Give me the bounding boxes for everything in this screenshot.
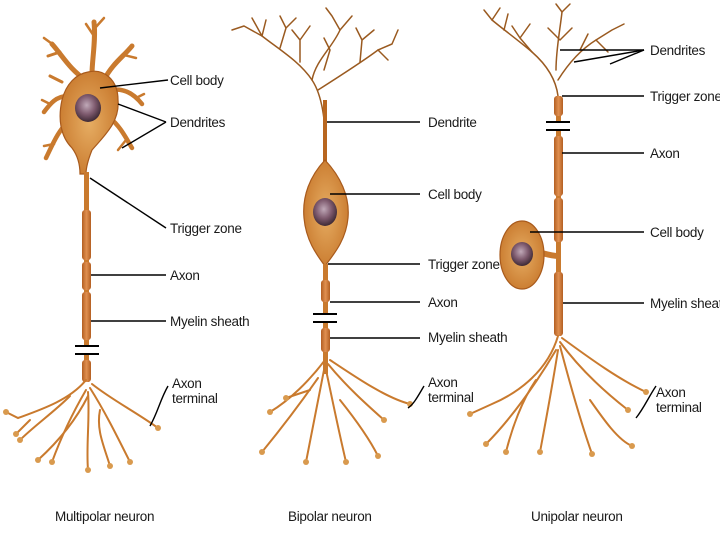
label-multipolar-axon: Axon: [170, 268, 200, 283]
multipolar-terminal-boutons: [3, 409, 161, 473]
unipolar-axon-break: [546, 121, 570, 131]
label-unipolar-trigger-zone: Trigger zone: [650, 89, 720, 104]
leader-multipolar-terminal: [149, 385, 169, 427]
bipolar-neuron: [231, 7, 413, 465]
multipolar-cell-body: [59, 70, 119, 175]
leader-unipolar-dendrites-b: [573, 49, 645, 63]
multipolar-neuron: [3, 16, 161, 473]
label-unipolar-myelin-sheath: Myelin sheath: [650, 296, 720, 311]
leader-multipolar-dendrites-a: [117, 103, 167, 123]
caption-bipolar-neuron: Bipolar neuron: [288, 509, 372, 524]
unipolar-nucleus: [511, 242, 533, 266]
leader-unipolar-dendrites-c: [609, 49, 645, 65]
label-multipolar-cell-body: Cell body: [170, 73, 224, 88]
bipolar-terminal-boutons: [259, 395, 413, 465]
multipolar-myelin-segments: [82, 210, 91, 382]
leader-multipolar-trigger-zone: [89, 177, 167, 229]
label-bipolar-myelin-sheath: Myelin sheath: [428, 330, 508, 345]
bipolar-nucleus: [313, 198, 337, 226]
label-multipolar-dendrites: Dendrites: [170, 115, 226, 130]
label-unipolar-cell-body: Cell body: [650, 225, 704, 240]
label-bipolar-trigger-zone: Trigger zone: [428, 257, 500, 272]
multipolar-axon-break: [75, 345, 99, 355]
leader-multipolar-dendrites-b: [121, 121, 167, 149]
leader-unipolar-terminal: [635, 385, 657, 419]
leader-lines: [89, 49, 657, 427]
unipolar-axon-terminals: [469, 335, 647, 455]
label-unipolar-axon-terminal: Axon terminal: [656, 385, 702, 415]
label-bipolar-cell-body: Cell body: [428, 187, 482, 202]
unipolar-dendrite-tree: [483, 3, 625, 97]
bipolar-axon-terminals: [261, 359, 411, 463]
unipolar-terminal-boutons: [467, 389, 649, 457]
bipolar-axon-break: [313, 313, 337, 323]
unipolar-neuron: [467, 3, 649, 457]
leader-multipolar-cell-body: [99, 79, 169, 89]
label-bipolar-dendrite: Dendrite: [428, 115, 477, 130]
label-multipolar-myelin-sheath: Myelin sheath: [170, 314, 250, 329]
bipolar-myelin-segments: [321, 280, 330, 352]
label-bipolar-axon-terminal: Axon terminal: [428, 375, 474, 405]
label-bipolar-axon: Axon: [428, 295, 458, 310]
leader-bipolar-terminal: [407, 385, 425, 409]
multipolar-nucleus: [75, 94, 101, 122]
label-multipolar-trigger-zone: Trigger zone: [170, 221, 242, 236]
caption-unipolar-neuron: Unipolar neuron: [531, 509, 623, 524]
bipolar-dendrite-shaft: [323, 100, 327, 170]
multipolar-axon-terminals: [5, 379, 159, 471]
label-unipolar-axon: Axon: [650, 146, 680, 161]
label-unipolar-dendrites: Dendrites: [650, 43, 706, 58]
caption-multipolar-neuron: Multipolar neuron: [55, 509, 155, 524]
label-multipolar-axon-terminal: Axon terminal: [172, 376, 218, 406]
unipolar-myelin-segments: [554, 96, 563, 336]
bipolar-dendrite-tree: [231, 7, 399, 161]
